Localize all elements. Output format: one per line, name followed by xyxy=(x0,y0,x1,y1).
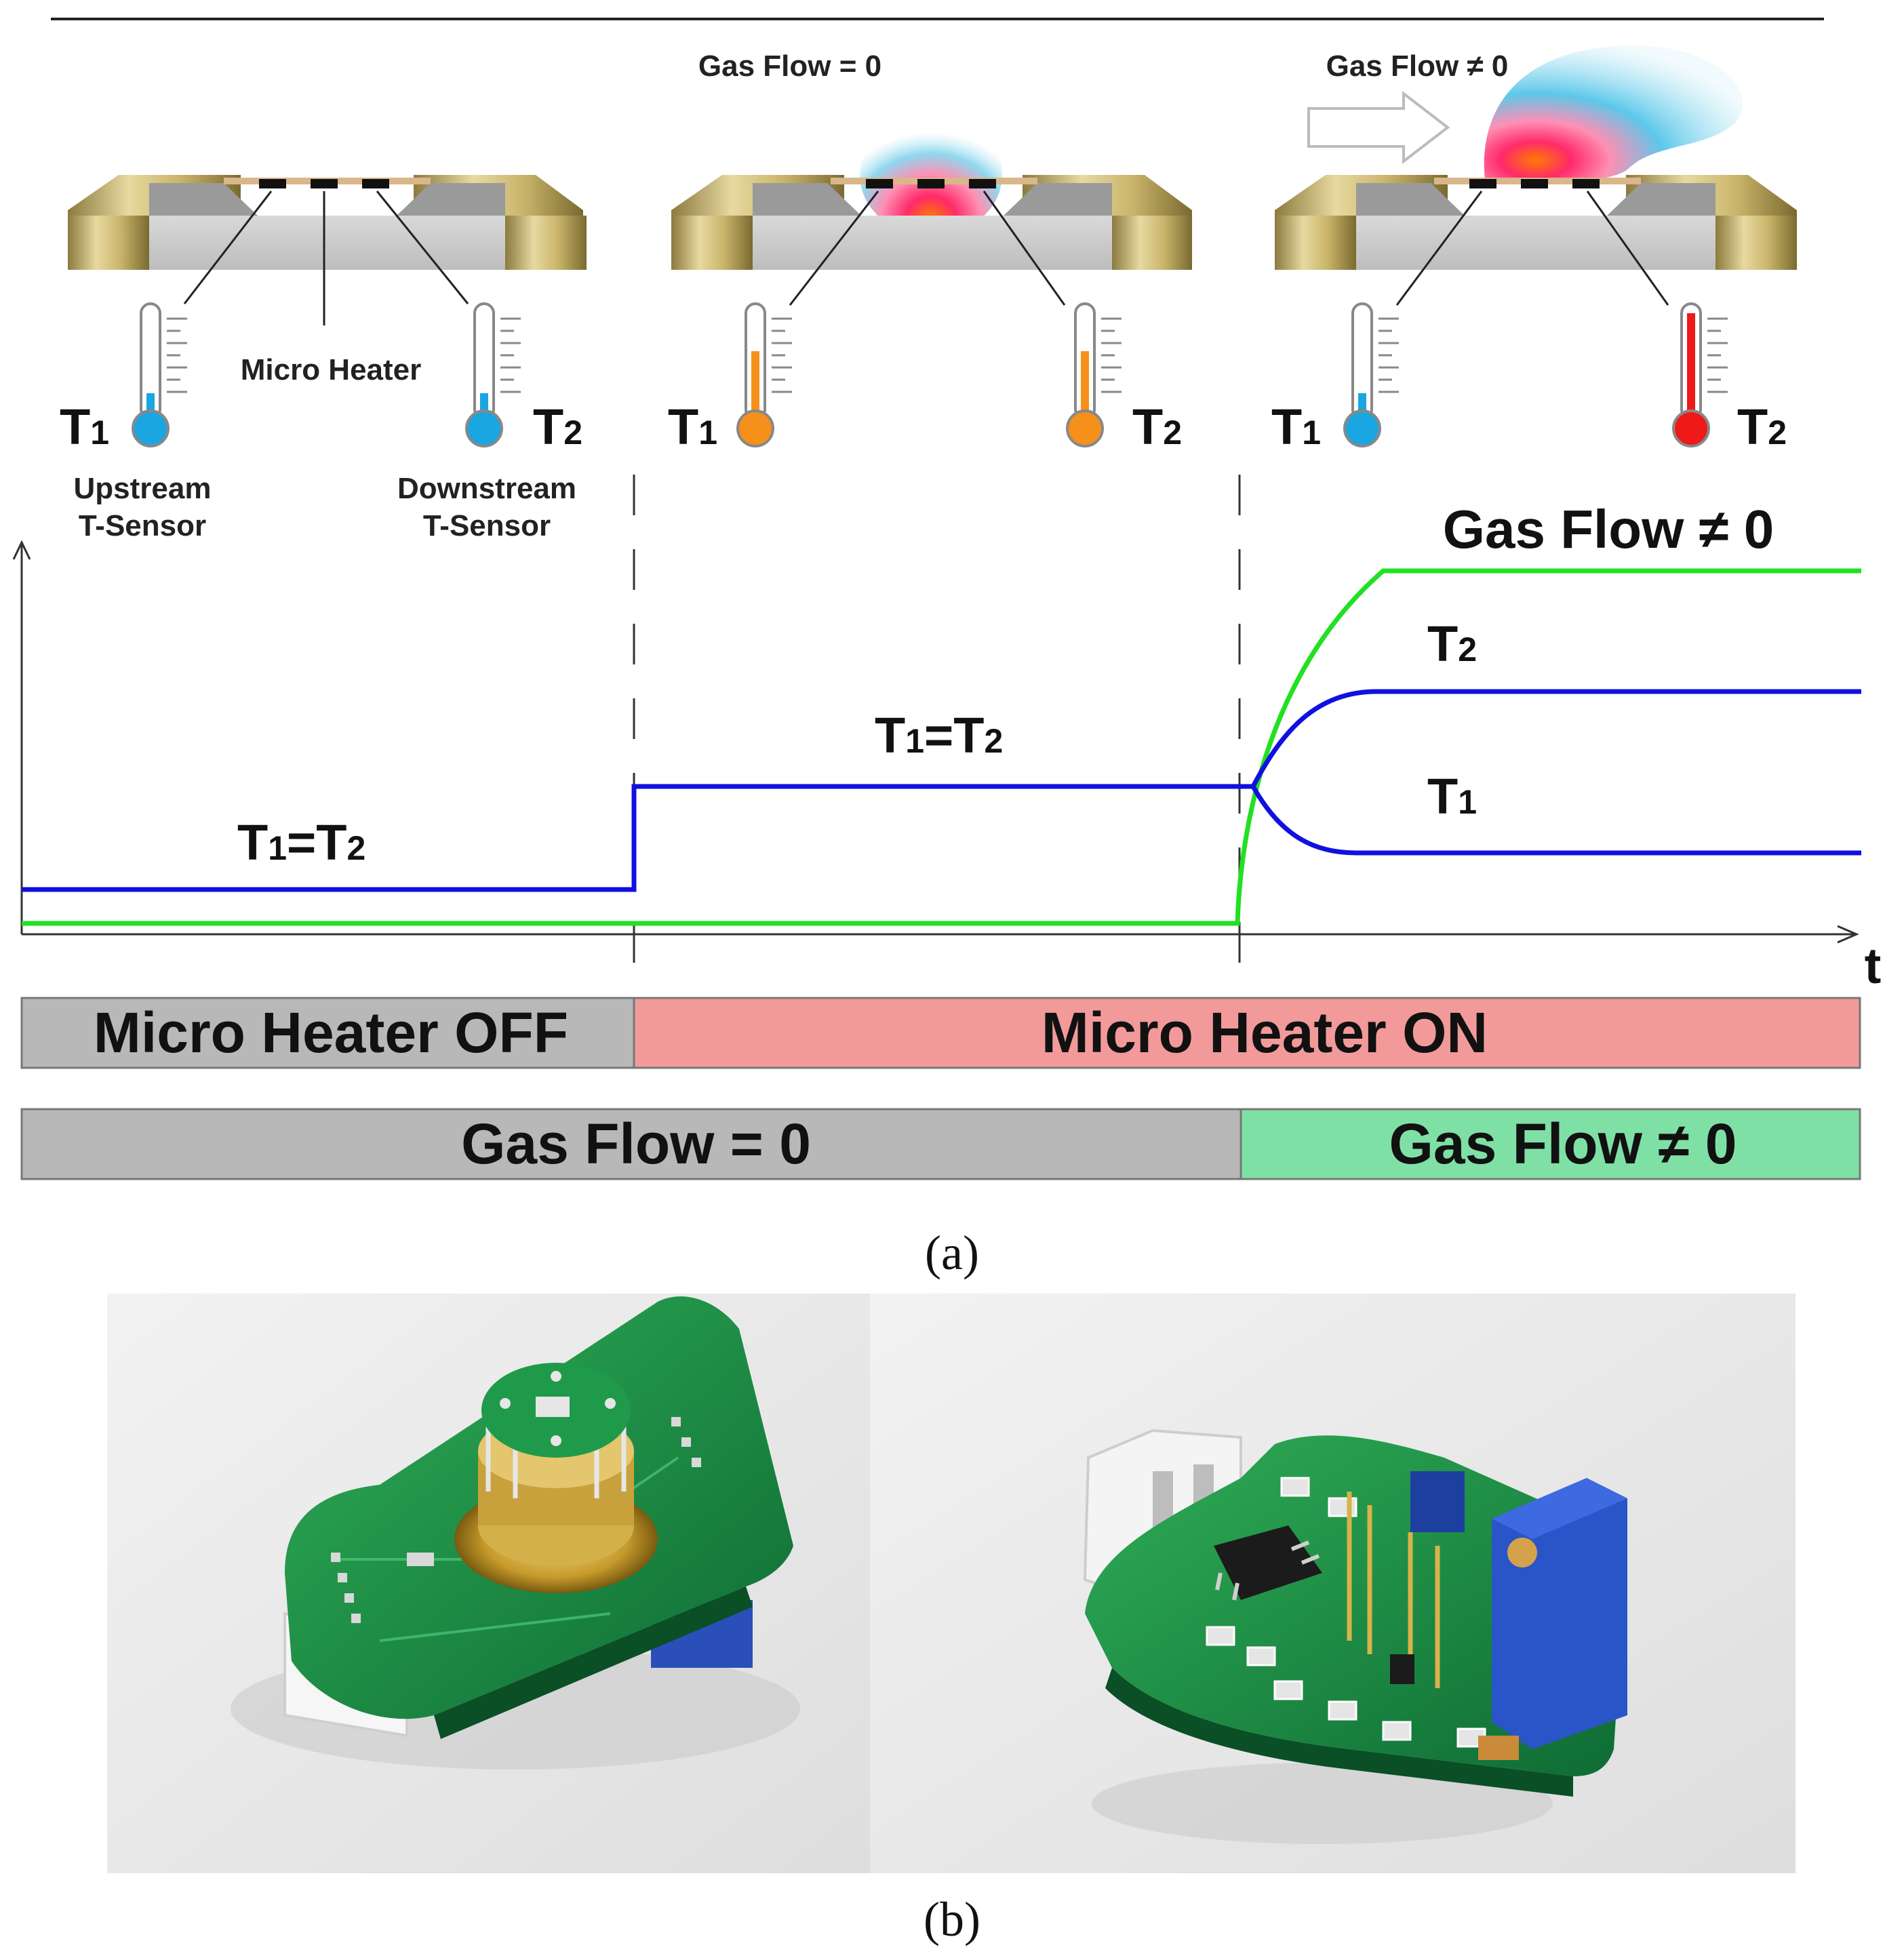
eq-label-phase2: T1=T2 xyxy=(875,707,1003,763)
t2-curve-label: T2 xyxy=(1427,616,1477,672)
thermometer-t1-warm-icon xyxy=(736,302,792,447)
heater-element xyxy=(311,179,338,188)
gas-nonzero-label: Gas Flow ≠ 0 xyxy=(1389,1112,1737,1176)
stage2-gas-flow-label: Gas Flow = 0 xyxy=(698,49,881,83)
stage3-t1-label: T1 xyxy=(1271,399,1321,455)
upstream-sensor-element xyxy=(259,179,286,188)
caption-a: (a) xyxy=(925,1226,979,1280)
stage3-t2-label: T2 xyxy=(1737,399,1787,455)
stage2-t2-label: T2 xyxy=(1132,399,1182,455)
time-axis-label: t xyxy=(1865,938,1882,994)
thermometer-t2-hot-icon xyxy=(1672,302,1728,447)
upstream-label-line2: T-Sensor xyxy=(79,509,206,542)
downstream-label-line2: T-Sensor xyxy=(423,509,551,542)
heater-off-segment xyxy=(20,997,635,1069)
downstream-label-line1: Downstream xyxy=(397,472,576,505)
downstream-sensor-element xyxy=(362,179,389,188)
stage-1-sensor: T1 T2 Micro Heater Upstream T-Sensor Dow… xyxy=(60,175,587,542)
heat-plume-symmetric xyxy=(860,114,1002,236)
t1-curve-label: T1 xyxy=(1427,768,1477,824)
stage1-t2-label: T2 xyxy=(533,399,582,455)
sensor-chip xyxy=(671,175,1192,270)
blue-curve-t1-t2-baseline xyxy=(22,784,1253,892)
heater-on-segment xyxy=(633,997,1861,1069)
flow-arrow-icon xyxy=(1307,90,1450,165)
thermometer-t1-cold-icon xyxy=(1343,302,1399,447)
trimmer-potentiometer xyxy=(1492,1478,1627,1749)
thermometer-t1-cold-icon xyxy=(132,302,187,447)
gas-zero-label: Gas Flow = 0 xyxy=(461,1112,811,1176)
stage3-gas-flow-label: Gas Flow ≠ 0 xyxy=(1326,49,1509,83)
gas-flow-curve-label: Gas Flow ≠ 0 xyxy=(1443,499,1774,559)
eq-label-phase1: T1=T2 xyxy=(237,814,365,871)
gas-flow-state-bar: Gas Flow = 0 Gas Flow ≠ 0 xyxy=(20,1108,1861,1180)
photo-sensor-top xyxy=(107,1294,870,1873)
micro-heater-label: Micro Heater xyxy=(241,353,422,386)
gas-nonzero-segment xyxy=(1239,1108,1861,1180)
blue-curve-t2-branch xyxy=(1250,689,1861,788)
blue-curve-t1-branch xyxy=(1250,785,1861,856)
heater-state-bar: Micro Heater OFF Micro Heater ON xyxy=(20,997,1861,1069)
heater-off-label: Micro Heater OFF xyxy=(94,1001,568,1064)
caption-b: (b) xyxy=(924,1892,980,1946)
time-graph: t T1=T2 T1=T2 Gas Flow ≠ 0 T2 T1 xyxy=(12,475,1882,994)
ic-chip xyxy=(1214,1525,1322,1601)
photo-sensor-bottom xyxy=(870,1294,1796,1873)
heat-plume-asymmetric xyxy=(1484,45,1743,181)
thermometer-t2-warm-icon xyxy=(1066,302,1122,447)
upstream-label-line1: Upstream xyxy=(74,472,212,505)
sensor-chip xyxy=(1275,175,1797,270)
stage-2-sensor: Gas Flow = 0 T1 xyxy=(668,49,1192,455)
sensor-chip xyxy=(68,175,587,270)
stage1-t1-label: T1 xyxy=(60,399,109,455)
thermometer-t2-cold-icon xyxy=(465,302,521,447)
green-curve-gas-flow xyxy=(22,568,1861,926)
stage-3-sensor: Gas Flow ≠ 0 xyxy=(1271,45,1797,455)
gas-zero-segment xyxy=(20,1108,1242,1180)
heater-on-label: Micro Heater ON xyxy=(1042,1001,1488,1064)
stage2-t1-label: T1 xyxy=(668,399,717,455)
